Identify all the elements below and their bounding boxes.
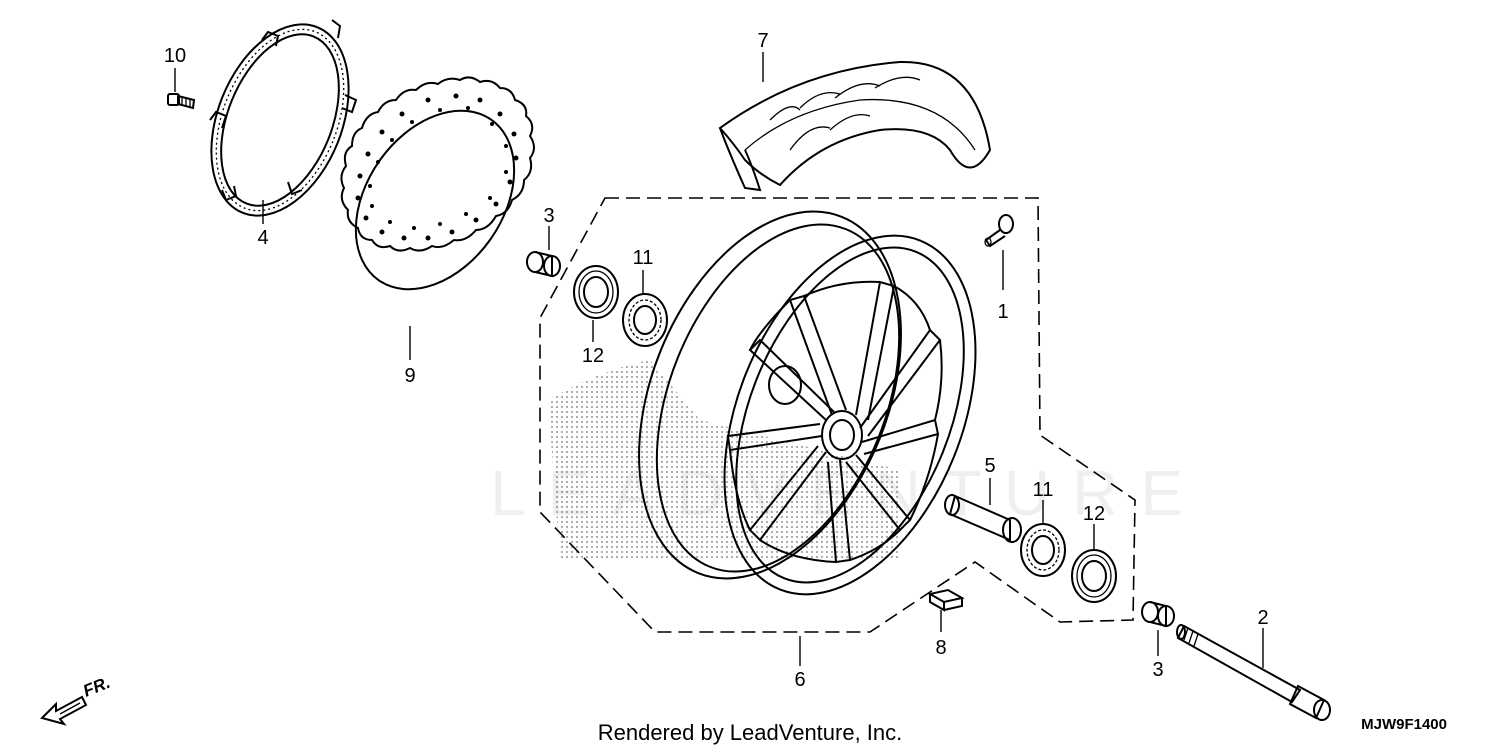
spacer-part-5[interactable]	[944, 494, 1022, 543]
pulser-ring-part-4[interactable]	[185, 4, 375, 236]
balance-weight-part-8[interactable]	[927, 588, 965, 612]
part-5-label[interactable]: 5	[984, 455, 995, 477]
bolt-part-10[interactable]	[167, 93, 196, 110]
part-1-label[interactable]: 1	[997, 301, 1008, 323]
dust-seal-part-12-lower[interactable]	[1071, 549, 1117, 603]
wheel-shading	[548, 360, 900, 560]
part-6-label[interactable]: 6	[794, 669, 805, 691]
part-4-label[interactable]: 4	[257, 227, 268, 249]
valve-part-1[interactable]	[984, 214, 1014, 248]
part-2-label[interactable]: 2	[1257, 607, 1268, 629]
assembly-outline	[539, 197, 1136, 633]
wheel-part-6[interactable]	[589, 173, 1025, 631]
part-11b-label[interactable]: 11	[1033, 479, 1054, 501]
part-12a-label[interactable]: 12	[582, 345, 604, 367]
front-direction-label: FR.	[80, 673, 113, 701]
collar-part-3-upper[interactable]	[526, 251, 561, 278]
axle-part-2[interactable]	[1176, 624, 1331, 721]
part-8-label[interactable]: 8	[935, 637, 946, 659]
tire-part-7[interactable]	[718, 60, 992, 192]
bearing-part-11-lower[interactable]	[1020, 523, 1066, 577]
part-11a-label[interactable]: 11	[633, 247, 654, 269]
credit-text: Rendered by LeadVenture, Inc.	[598, 720, 903, 745]
part-7-label[interactable]: 7	[757, 30, 768, 52]
collar-part-3-lower[interactable]	[1141, 601, 1175, 628]
dust-seal-part-12-upper[interactable]	[573, 265, 619, 319]
part-3a-label[interactable]: 3	[543, 205, 554, 227]
bearing-part-11-upper[interactable]	[622, 293, 668, 347]
part-3b-label[interactable]: 3	[1152, 659, 1163, 681]
front-direction-arrow-icon	[40, 695, 88, 726]
part-10-label[interactable]: 10	[164, 45, 186, 67]
diagram-code: MJW9F1400	[1361, 716, 1447, 733]
part-9-label[interactable]: 9	[404, 365, 415, 387]
part-12b-label[interactable]: 12	[1083, 503, 1105, 525]
brake-disc-part-9[interactable]	[323, 76, 547, 319]
